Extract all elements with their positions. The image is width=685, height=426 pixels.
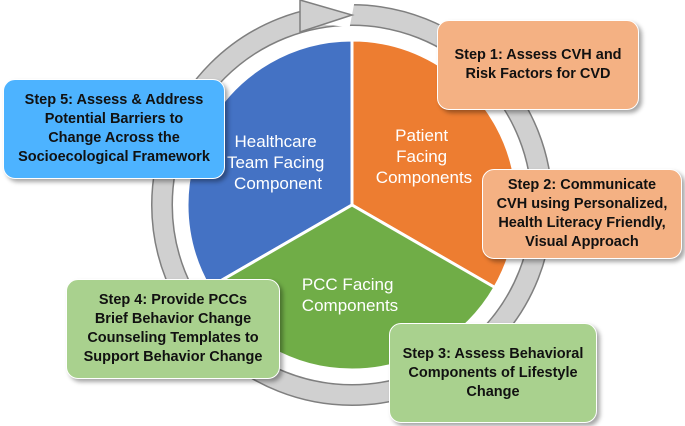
step-1-text: Step 1: Assess CVH and Risk Factors for …	[454, 47, 622, 82]
step-4-text: Step 4: Provide PCCs Brief Behavior Chan…	[83, 292, 263, 365]
step-3-box: Step 3: Assess Behavioral Components of …	[389, 323, 597, 423]
segment-healthcare-line2: Team Facing	[227, 153, 324, 172]
segment-patient-label: Patient Facing Components	[376, 126, 472, 187]
segment-pcc-line1: PCC Facing	[302, 275, 394, 294]
segment-healthcare-label: Healthcare Team Facing Component	[227, 132, 329, 193]
step-5-text: Step 5: Assess & Address Potential Barri…	[18, 92, 210, 165]
segment-patient-line2: Facing	[396, 147, 447, 166]
step-2-box: Step 2: Communicate CVH using Personaliz…	[482, 169, 682, 259]
segment-healthcare-line1: Healthcare	[235, 132, 317, 151]
step-2-text: Step 2: Communicate CVH using Personaliz…	[496, 177, 668, 250]
segment-healthcare-line3: Component	[234, 174, 322, 193]
segment-pcc-line2: Components	[302, 296, 398, 315]
step-5-box: Step 5: Assess & Address Potential Barri…	[3, 79, 225, 179]
segment-patient-line3: Components	[376, 168, 472, 187]
segment-pcc-label: PCC Facing Components	[302, 275, 398, 315]
segment-patient-line1: Patient	[395, 126, 448, 145]
step-3-text: Step 3: Assess Behavioral Components of …	[402, 345, 584, 400]
step-4-box: Step 4: Provide PCCs Brief Behavior Chan…	[66, 279, 280, 379]
step-1-box: Step 1: Assess CVH and Risk Factors for …	[437, 20, 639, 110]
cycle-arrow-head-icon	[299, 0, 355, 34]
